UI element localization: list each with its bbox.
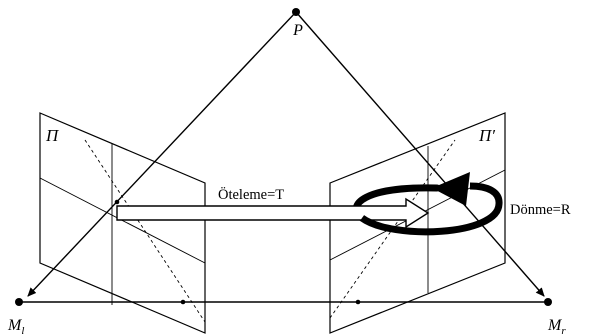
label-left-center: Ml bbox=[7, 317, 24, 334]
left-epipole bbox=[180, 299, 186, 305]
ray-p-to-right-center bbox=[295, 11, 545, 297]
left-image-point bbox=[114, 199, 120, 205]
label-point-p: P bbox=[292, 22, 303, 39]
left-center-dot bbox=[15, 298, 23, 306]
right-epipole bbox=[355, 299, 361, 305]
point-p-dot bbox=[292, 8, 300, 16]
label-right-plane: Π′ bbox=[478, 126, 495, 145]
left-plane-dashed-line bbox=[84, 139, 206, 323]
translation-arrow bbox=[116, 197, 430, 229]
label-translation: Öteleme=T bbox=[218, 186, 284, 203]
rotation-arrowhead bbox=[432, 172, 470, 206]
translation-arrow-body bbox=[116, 197, 430, 229]
label-rotation: Dönme=R bbox=[510, 202, 571, 218]
rotation-arc-front bbox=[359, 182, 503, 236]
right-plane-outline bbox=[329, 112, 506, 334]
label-left-plane: Π bbox=[45, 126, 60, 145]
ray-p-to-left-center bbox=[27, 11, 297, 297]
left-image-plane bbox=[39, 112, 206, 334]
right-center-dot bbox=[544, 298, 552, 306]
label-right-center: Mr bbox=[547, 317, 566, 334]
left-plane-outline bbox=[39, 112, 206, 334]
